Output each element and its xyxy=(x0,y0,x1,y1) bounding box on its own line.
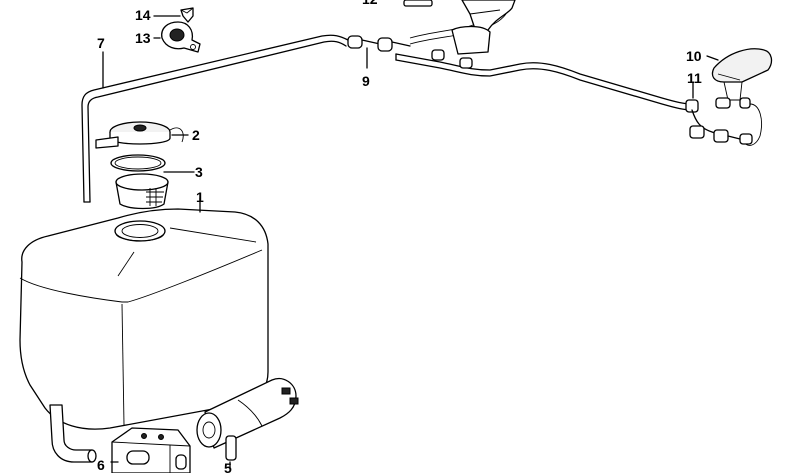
hose-run-right xyxy=(395,9,693,111)
washer-jet xyxy=(711,48,773,146)
hose-line xyxy=(81,34,349,203)
leader-lines xyxy=(102,15,719,469)
outlet-elbow xyxy=(49,404,97,463)
hose-clip-right xyxy=(685,99,753,145)
callout-14: 14 xyxy=(135,7,151,23)
washer-reservoir xyxy=(19,208,269,430)
callout-12: 12 xyxy=(362,0,378,7)
callout-13: 13 xyxy=(135,30,151,46)
hose-connector xyxy=(347,35,411,52)
callouts: 1 2 3 5 6 7 9 10 11 12 13 14 xyxy=(97,0,702,473)
filler-strainer xyxy=(115,173,169,210)
callout-6: 6 xyxy=(97,457,105,473)
callout-10: 10 xyxy=(686,48,702,64)
callout-2: 2 xyxy=(192,127,200,143)
cap-gasket xyxy=(110,154,166,172)
hose-clamp xyxy=(161,21,201,53)
callout-3: 3 xyxy=(195,164,203,180)
callout-5: 5 xyxy=(224,460,232,473)
callout-1: 1 xyxy=(196,189,204,205)
callout-9: 9 xyxy=(362,73,370,89)
reservoir-cap xyxy=(95,121,184,149)
nozzle-top xyxy=(403,0,516,55)
callout-7: 7 xyxy=(97,35,105,51)
pump-holder xyxy=(111,427,191,473)
callout-11: 11 xyxy=(687,70,702,86)
retaining-clip xyxy=(180,7,194,23)
washer-pump xyxy=(196,378,299,461)
